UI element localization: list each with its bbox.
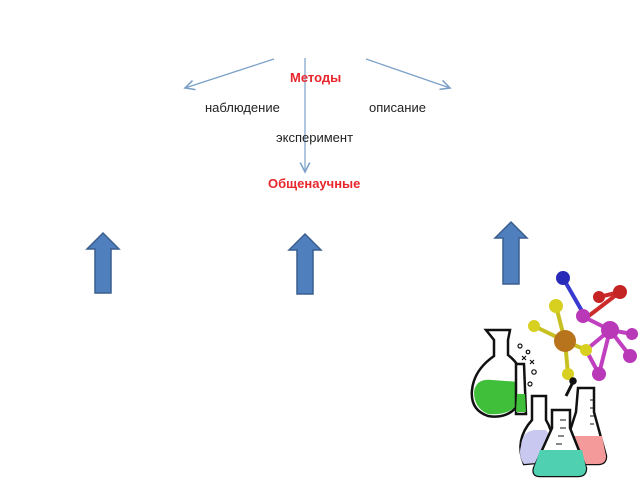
method-experiment: эксперимент bbox=[276, 130, 354, 145]
molecule-icon bbox=[528, 271, 638, 381]
chemistry-glassware-icon bbox=[470, 328, 608, 478]
method-description: описание bbox=[369, 100, 426, 115]
method-observation: наблюдение bbox=[205, 100, 280, 115]
methods-title: Методы bbox=[290, 70, 342, 85]
up-arrow-icon bbox=[287, 232, 323, 295]
up-arrow-icon bbox=[85, 231, 121, 294]
connector-right bbox=[365, 58, 450, 88]
up-arrow-icon bbox=[493, 220, 529, 285]
general-scientific-label: Общенаучные bbox=[268, 176, 361, 191]
connector-left bbox=[185, 58, 275, 88]
